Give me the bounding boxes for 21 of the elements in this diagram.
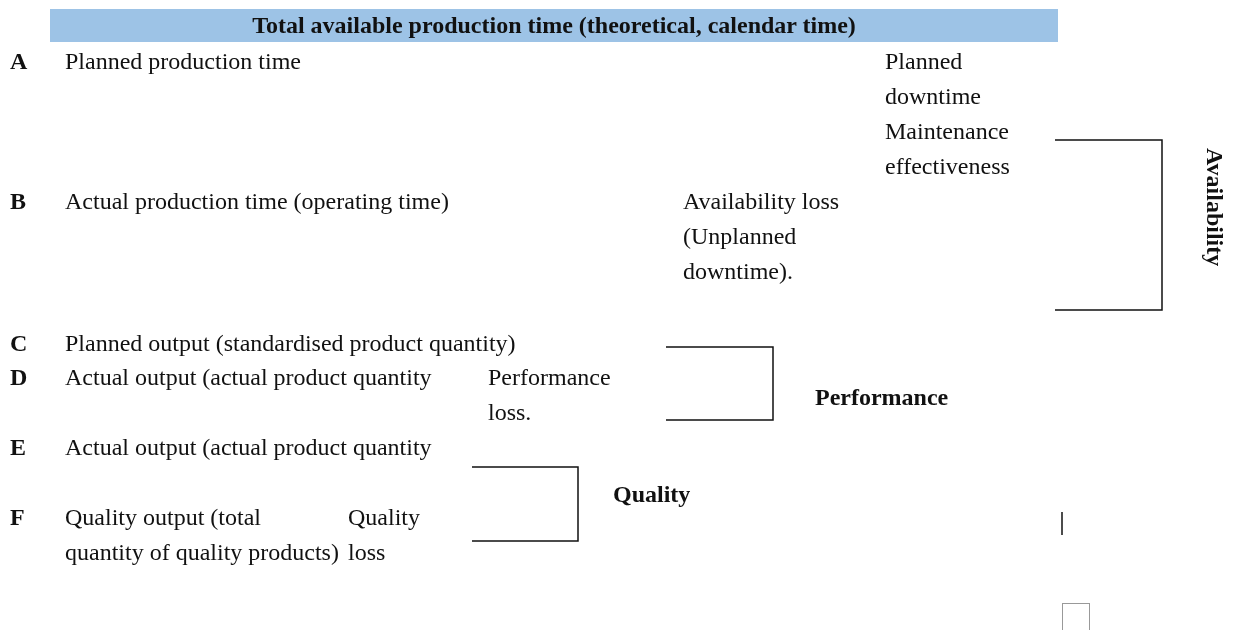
label-text: Quality loss (348, 503, 421, 567)
row-letter: F (10, 503, 25, 532)
label-text: Availability loss (Unplanned downtime). (683, 187, 841, 286)
row-letter: E (10, 433, 26, 462)
label-text: Planned downtime (885, 47, 982, 111)
label-text: Performance loss. (488, 363, 612, 427)
title-band: Total available production time (theoretical, calendar time) (50, 9, 1058, 42)
row-letter: A (10, 47, 28, 76)
category-label: Quality (613, 480, 691, 509)
category-label: Availability (1201, 148, 1229, 267)
category-label: Performance (815, 383, 949, 412)
label-text: Quality output (total quantity of quality products) (65, 503, 340, 567)
label-text: Actual production time (operating time) (65, 187, 449, 216)
row-letter: C (10, 329, 28, 358)
row-letter: D (10, 363, 28, 392)
label-text: Actual output (actual product quantity (65, 433, 433, 462)
label-text: Actual output (actual product quantity (65, 363, 433, 392)
label-text: Maintenance effectiveness (885, 117, 1011, 181)
label-text: Planned output (standardised product quantity) (65, 329, 516, 358)
label-text: Planned production time (65, 47, 301, 76)
row-letter: B (10, 187, 26, 216)
